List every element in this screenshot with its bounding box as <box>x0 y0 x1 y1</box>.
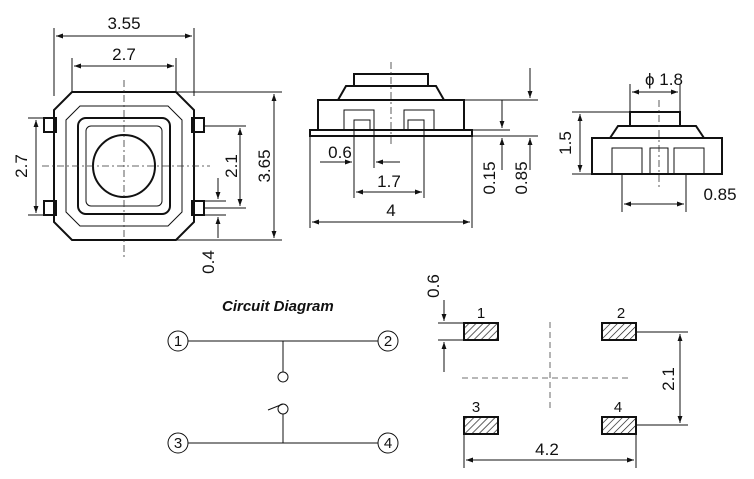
circuit-diagram-title: Circuit Diagram <box>222 298 334 315</box>
pad-2 <box>601 322 637 341</box>
top-view-pin-2 <box>191 117 205 133</box>
dim-0-85-side: 0.85 <box>703 185 736 204</box>
dim-1-5: 1.5 <box>556 131 575 155</box>
pad-4 <box>601 416 637 435</box>
front-view-cap <box>337 85 445 101</box>
dim-2-7-left: 2.7 <box>12 154 31 178</box>
dim-2-1-pitch: 2.1 <box>659 367 678 391</box>
dim-0-6: 0.6 <box>328 143 352 162</box>
dim-4: 4 <box>386 201 395 220</box>
front-view-base <box>309 129 473 137</box>
circuit-pin-1-label: 1 <box>174 333 182 350</box>
circuit-pin-3-label: 3 <box>174 435 182 452</box>
pad-2-label: 2 <box>617 305 625 322</box>
dim-2-1: 2.1 <box>222 154 241 178</box>
dim-0-15: 0.15 <box>480 161 499 194</box>
pcb-footprint: 1 2 3 4 0.6 2.1 4.2 <box>424 274 688 468</box>
pad-1 <box>463 322 499 341</box>
top-view-pin-1 <box>43 117 57 133</box>
dim-4-2: 4.2 <box>535 440 559 459</box>
front-view: 0.6 1.7 4 0.15 0.85 <box>309 62 538 228</box>
top-view-bevel <box>65 105 183 227</box>
dim-2-7-top: 2.7 <box>112 45 136 64</box>
dim-0-85-front: 0.85 <box>512 161 531 194</box>
circuit-pin-4-label: 4 <box>384 435 392 452</box>
circuit-switch-contact-top <box>277 371 289 383</box>
top-view: 3.55 2.7 2.7 2.1 3.65 0.4 <box>12 14 282 274</box>
pad-4-label: 4 <box>614 399 622 416</box>
dim-1-7: 1.7 <box>377 172 401 191</box>
side-view-cap <box>609 125 705 139</box>
pad-3 <box>463 416 499 435</box>
side-view: ϕ 1.8 1.5 0.85 <box>556 70 737 212</box>
pad-1-label: 1 <box>477 305 485 322</box>
dim-0-6-pad: 0.6 <box>424 274 443 298</box>
circuit-switch-lever <box>267 403 284 411</box>
side-view-actuator <box>629 111 681 127</box>
dim-3-55: 3.55 <box>107 14 140 33</box>
circuit-pin-2-label: 2 <box>384 333 392 350</box>
dim-3-65: 3.65 <box>255 149 274 182</box>
circuit-diagram: Circuit Diagram 1 2 3 4 <box>167 298 399 454</box>
dim-phi-1-8: ϕ 1.8 <box>645 70 683 89</box>
pad-3-label: 3 <box>472 399 480 416</box>
top-view-pin-3 <box>43 200 57 216</box>
dim-0-4: 0.4 <box>199 250 218 274</box>
